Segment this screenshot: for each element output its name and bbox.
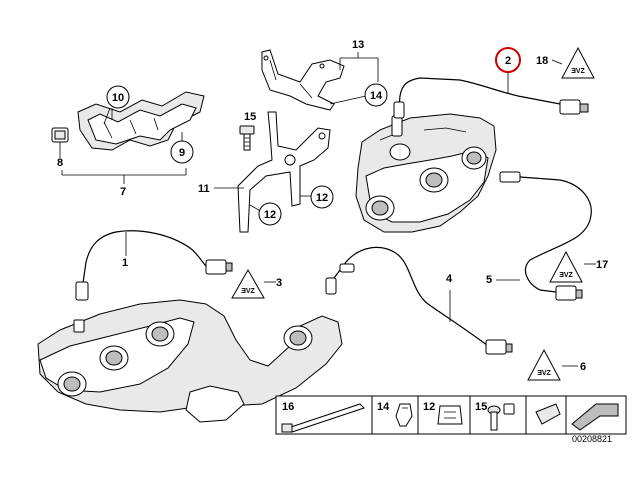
callout-2-highlighted: 2 [495, 47, 521, 94]
warning-triangle-3: ƎVZ [231, 268, 265, 299]
legend-label-14: 14 [377, 401, 390, 413]
label-15: 15 [244, 111, 256, 123]
label-3: 3 [276, 277, 282, 289]
label-13: 13 [352, 39, 364, 51]
label-14: 14 [370, 90, 383, 102]
clip-icon [395, 403, 413, 427]
label-5: 5 [486, 274, 492, 286]
leader-18 [551, 59, 563, 65]
svg-text:ƎVZ: ƎVZ [537, 370, 551, 377]
svg-text:ƎVZ: ƎVZ [559, 272, 573, 279]
catalytic-converter-upper [355, 113, 497, 233]
warning-triangle-6: ƎVZ [527, 348, 561, 381]
arrow-icon [571, 403, 619, 431]
oxygen-sensor-1 [75, 230, 233, 301]
warning-triangle-17: ƎVZ [549, 250, 583, 283]
callout-12-b: 12 [258, 202, 282, 226]
legend-label-15: 15 [475, 401, 487, 413]
label-2: 2 [505, 55, 511, 67]
warning-triangle-18: ƎVZ [561, 46, 595, 79]
bracket-13 [261, 49, 345, 111]
bolt-15 [239, 125, 255, 151]
label-9: 9 [179, 147, 185, 159]
leaders-13 [329, 52, 379, 105]
heat-shield [51, 91, 205, 151]
label-4: 4 [446, 273, 453, 285]
grommet-icon [535, 403, 561, 425]
callout-12-a: 12 [310, 185, 334, 209]
label-18: 18 [536, 55, 548, 67]
label-6: 6 [580, 361, 586, 373]
svg-text:ƎVZ: ƎVZ [241, 288, 255, 295]
oxygen-sensor-2 [393, 77, 589, 119]
label-11: 11 [198, 183, 210, 195]
bracket-11 [237, 111, 331, 233]
oxygen-sensor-4 [325, 246, 513, 355]
callout-10: 10 [106, 85, 130, 109]
cable-tie-icon [281, 403, 365, 433]
label-12-b: 12 [264, 209, 276, 221]
reference-number: 00208821 [572, 434, 612, 444]
legend-strip: 16 14 12 15 [275, 395, 627, 435]
bolt-icon [487, 403, 515, 431]
label-1: 1 [122, 257, 128, 269]
callout-14: 14 [364, 83, 388, 107]
label-8: 8 [57, 157, 63, 169]
callout-9: 9 [170, 140, 194, 164]
label-10: 10 [112, 92, 124, 104]
label-12-a: 12 [316, 192, 328, 204]
label-7: 7 [120, 186, 126, 198]
catalytic-converter-lower [37, 299, 343, 423]
legend-label-16: 16 [282, 401, 294, 413]
label-17: 17 [596, 259, 608, 271]
clamp-icon [437, 405, 463, 425]
oxygen-sensor-5 [499, 171, 592, 301]
svg-text:ƎVZ: ƎVZ [571, 68, 585, 75]
legend-label-12: 12 [423, 401, 435, 413]
